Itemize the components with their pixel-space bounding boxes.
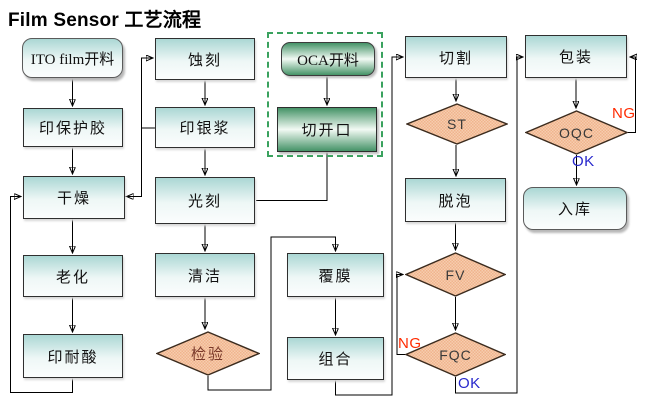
node-aging: 老化 [23,255,123,297]
node-print-silver: 印银浆 [155,107,255,148]
node-oqc-label: OQC [559,124,594,141]
page-title: Film Sensor 工艺流程 [8,10,202,31]
connector [125,58,153,197]
fqc-ok-label: OK [458,375,481,392]
node-etch-label: 蚀刻 [187,52,222,69]
node-inspect-label: 检验 [190,347,225,363]
node-ito-cut: ITO film开料 [22,38,123,78]
node-cutting-label: 切割 [438,50,473,67]
node-fv-label: FV [445,266,466,283]
node-cutting: 切割 [405,36,507,78]
node-oqc-decision: OQC [525,110,628,155]
node-assemble: 组合 [287,337,384,380]
node-etch: 蚀刻 [155,38,255,80]
diamond-shape [405,252,506,297]
node-cut-open: 切开口 [277,107,377,152]
node-cut-open-label: 切开口 [301,123,353,139]
oqc-ok-label: OK [572,153,595,170]
node-fv-decision: FV [405,252,506,297]
node-assemble-label: 组合 [318,352,353,368]
node-inspect-decision: 检验 [156,331,260,376]
fqc-ng-label: NG [398,335,422,352]
node-dry: 干燥 [23,176,125,219]
node-defoam: 脱泡 [405,178,506,222]
oca-group-outline [267,32,383,157]
connector [256,152,328,201]
node-aging-label: 老化 [55,269,90,286]
node-laminate-label: 覆膜 [318,268,353,285]
node-oca-cut: OCA开料 [281,42,375,76]
node-oca-cut-label: OCA开料 [297,52,359,69]
node-pack-label: 包装 [558,50,593,66]
diamond-shape [406,103,508,145]
node-laminate: 覆膜 [287,253,384,297]
node-defoam-label: 脱泡 [438,193,473,210]
node-fqc-decision: FQC [405,332,506,377]
node-litho-label: 光刻 [187,194,222,210]
node-print-acid-label: 印耐酸 [47,349,99,366]
node-warehouse: 入库 [523,187,627,230]
node-clean: 清洁 [155,253,255,297]
node-print-acid: 印耐酸 [23,334,123,378]
node-ito-cut-label: ITO film开料 [30,51,115,68]
diamond-shape [156,331,260,376]
node-litho: 光刻 [155,177,255,224]
node-print-protect-label: 印保护胶 [38,121,107,137]
node-dry-label: 干燥 [56,191,91,207]
node-print-protect: 印保护胶 [23,108,123,147]
oqc-ng-label: NG [612,105,636,122]
diamond-shape [525,110,628,155]
node-st-decision: ST [406,103,508,145]
node-fqc-label: FQC [439,346,472,363]
node-pack: 包装 [525,35,627,78]
node-warehouse-label: 入库 [557,202,592,218]
connector [127,127,155,197]
node-st-label: ST [447,116,467,132]
node-clean-label: 清洁 [187,268,222,285]
node-print-silver-label: 印银浆 [179,121,231,137]
diamond-shape [405,332,506,377]
